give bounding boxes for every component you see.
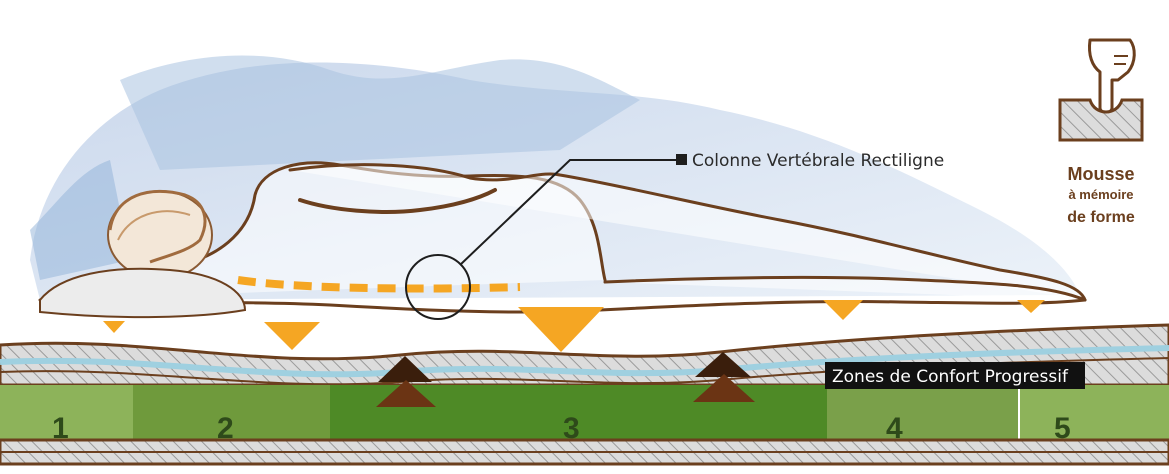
zone-number: 4 bbox=[886, 412, 903, 445]
pressure-arrow bbox=[518, 307, 604, 352]
pressure-arrow bbox=[1017, 300, 1045, 313]
pressure-arrow bbox=[264, 322, 320, 350]
zone-number: 2 bbox=[217, 412, 234, 445]
zone-1 bbox=[0, 385, 133, 440]
pressure-arrow bbox=[103, 321, 125, 333]
zone-number: 5 bbox=[1054, 412, 1071, 445]
pillow bbox=[39, 267, 247, 319]
pressure-arrows bbox=[103, 300, 1045, 352]
pressure-arrow bbox=[823, 300, 863, 320]
legend-line-1: Mousse bbox=[1067, 164, 1134, 184]
zone-number: 1 bbox=[52, 412, 69, 445]
zone-5 bbox=[1019, 385, 1169, 440]
legend-line-3: de forme bbox=[1067, 209, 1135, 226]
memory-foam-legend: Mousse à mémoire de forme bbox=[1058, 38, 1144, 226]
support-arrow bbox=[693, 374, 755, 402]
spine-line bbox=[237, 276, 521, 293]
support-arrow bbox=[378, 356, 432, 382]
zone-4 bbox=[827, 385, 1019, 440]
legend-line-2: à mémoire bbox=[1068, 187, 1133, 202]
comfort-zones: 1 2 3 4 5 bbox=[0, 385, 1169, 445]
zones-callout: Zones de Confort Progressif bbox=[825, 362, 1085, 389]
mattress-base bbox=[0, 438, 1169, 466]
zone-2 bbox=[133, 385, 330, 440]
zones-label: Zones de Confort Progressif bbox=[832, 367, 1069, 387]
support-arrow bbox=[695, 352, 751, 377]
spine-callout: Colonne Vertébrale Rectiligne bbox=[405, 151, 944, 320]
support-arrow bbox=[376, 380, 436, 407]
callout-marker bbox=[676, 154, 687, 165]
zone-number: 3 bbox=[563, 412, 580, 445]
spine-zoom-circle bbox=[405, 254, 471, 320]
head bbox=[107, 189, 213, 280]
support-arrows bbox=[376, 352, 755, 407]
foam-block-icon bbox=[1058, 98, 1144, 142]
spine-label: Colonne Vertébrale Rectiligne bbox=[692, 151, 944, 171]
